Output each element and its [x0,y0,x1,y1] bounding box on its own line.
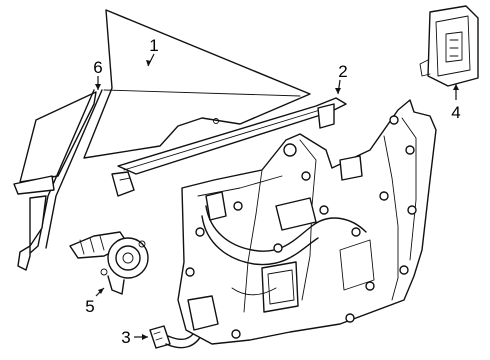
callout-1: 1 [149,36,158,55]
window-motor [69,231,149,295]
callout-4: 4 [451,103,460,122]
callout-labels: 1 2 3 4 5 6 [85,36,460,347]
control-module [419,5,479,87]
quarter-glass [13,89,103,271]
window-regulator-carrier [177,99,437,345]
leader-arrowheads [95,60,459,340]
callout-6: 6 [93,58,102,77]
callout-2: 2 [338,62,347,81]
door-glass [83,9,311,159]
callout-3: 3 [121,328,130,347]
callout-5: 5 [85,297,94,316]
glass-run-channel [111,97,347,197]
